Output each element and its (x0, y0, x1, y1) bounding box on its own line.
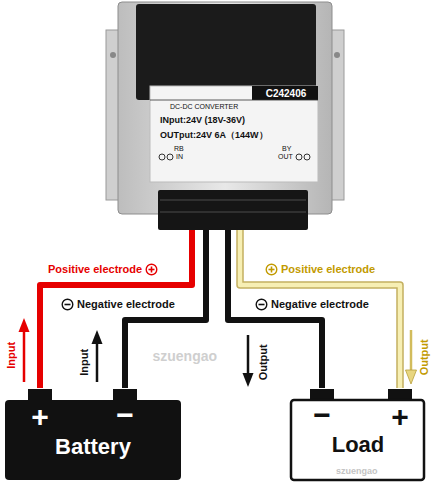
input-rating: INput:24V (18V-36V) (160, 115, 245, 125)
current-arrow (92, 330, 103, 382)
polarity-circle (266, 264, 277, 275)
wire-core (240, 230, 400, 388)
terminal-sign: + (380, 400, 420, 435)
terminal-sign: − (105, 398, 145, 433)
wire-core (40, 230, 192, 388)
load-label: Load (290, 432, 426, 457)
current-arrow (19, 318, 30, 382)
pin-name: RB (174, 145, 184, 153)
wire-label-text: Positive electrode (281, 263, 375, 276)
wire-label-text: Negative electrode (77, 298, 175, 311)
output-rating: OUTput:24V 6A（144W） (160, 130, 268, 140)
pin-name: IN (176, 153, 183, 161)
polarity-symbol (265, 263, 278, 276)
wire-label: Positive electrode (48, 263, 161, 276)
polarity-bar (151, 267, 153, 273)
terminal-sign: − (302, 398, 342, 433)
current-arrow (406, 330, 417, 384)
flow-label: Input (5, 341, 18, 368)
polarity-circle (256, 299, 267, 310)
flow-label: Output (257, 344, 270, 380)
model-number: C242406 (254, 88, 318, 100)
flow-label: Output (418, 339, 431, 375)
polarity-circle (62, 299, 73, 310)
watermark: szuengao (153, 348, 218, 364)
wire (240, 230, 400, 388)
polarity-bar (65, 304, 71, 306)
wire-label: Negative electrode (252, 298, 369, 311)
polarity-symbol (61, 298, 74, 311)
pin-name: OUT (278, 153, 293, 161)
terminal-sign: + (20, 400, 60, 435)
watermark: szuengao (336, 466, 378, 476)
device-type: DC-DC CONVERTER (170, 103, 238, 111)
polarity-bar (259, 304, 265, 306)
wire-outline (240, 230, 400, 388)
battery-body (5, 389, 181, 480)
polarity-symbol (145, 263, 158, 276)
wire-label: Positive electrode (262, 263, 375, 276)
current-arrow (243, 335, 254, 387)
wire (40, 230, 192, 388)
pin-name: BY (282, 145, 291, 153)
battery-label: Battery (5, 434, 181, 459)
wire-label: Negative electrode (58, 298, 175, 311)
polarity-bar (271, 267, 273, 273)
converter-module: C242406DC-DC CONVERTER INput:24V (18V-36V… (118, 2, 332, 230)
flow-label: Input (78, 348, 91, 375)
polarity-symbol (255, 298, 268, 311)
wire-label-text: Negative electrode (271, 298, 369, 311)
polarity-circle (146, 264, 157, 275)
battery: + −Battery (5, 388, 181, 480)
converter-housing (106, 2, 344, 230)
wire-label-text: Positive electrode (48, 263, 142, 276)
